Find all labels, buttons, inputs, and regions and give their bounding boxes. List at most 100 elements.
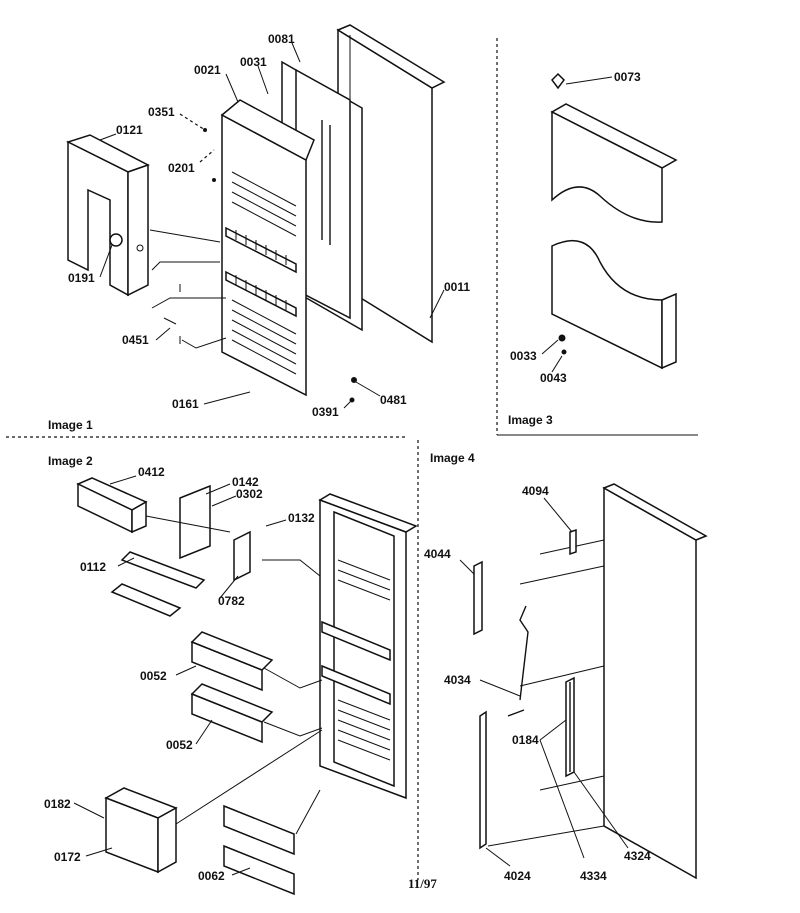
shelf-wire-upper: [235, 230, 287, 265]
caption-image-4: Image 4: [430, 451, 475, 465]
bottom-trim-panel: [551, 239, 663, 370]
wire-4034: [519, 605, 529, 701]
ff-connector-1: [145, 515, 231, 533]
cabinet-side-panel: [603, 486, 697, 880]
label-0132: 0132: [288, 511, 315, 525]
image-2-drawing: [76, 477, 418, 896]
part-labels: 0081 0021 0031 0351 0121 0201 0191 0011 …: [44, 32, 651, 883]
inner-liner-top: [220, 99, 315, 162]
ff-connector-3: [263, 667, 323, 689]
label-0302: 0302: [236, 487, 263, 501]
bottom-trim-side: [661, 292, 677, 370]
outer-door-top-edge: [336, 24, 446, 89]
ff-liner-ribs: [337, 559, 391, 761]
connector-line-2: [151, 261, 220, 271]
label-4334: 4334: [580, 869, 607, 883]
label-0172: 0172: [54, 850, 81, 864]
label-0412: 0412: [138, 465, 165, 479]
dispenser-0412-side: [131, 500, 147, 534]
label-0184: 0184: [512, 733, 539, 747]
panel-captions: Image 1 Image 2 Image 3 Image 4: [48, 413, 553, 468]
footer-date: 11/97: [408, 876, 437, 891]
label-0052b: 0052: [166, 738, 193, 752]
screw-0033: [558, 334, 566, 342]
cabinet-edge-4: [539, 775, 605, 791]
pin-0201: [212, 178, 216, 182]
door-bin-0052b-top: [190, 683, 274, 723]
wire-4034-end: [507, 709, 525, 717]
ff-shelf-1: [321, 620, 391, 662]
label-0112: 0112: [80, 560, 106, 574]
label-0391: 0391: [312, 405, 339, 419]
ff-connector-2: [262, 559, 321, 577]
label-0481: 0481: [380, 393, 407, 407]
label-4324: 4324: [624, 849, 651, 863]
label-4024: 4024: [504, 869, 531, 883]
label-0031: 0031: [240, 55, 267, 69]
shelf-wire-lower: [235, 275, 287, 310]
cabinet-side-top: [602, 483, 708, 541]
bracket-0782: [233, 530, 251, 582]
cabinet-edge-5: [487, 825, 605, 847]
image-4-drawing: [473, 483, 708, 880]
ff-door-top: [318, 493, 418, 533]
image-1-drawing: [66, 24, 446, 403]
label-0161: 0161: [172, 397, 199, 411]
label-4094: 4094: [522, 484, 549, 498]
cabinet-edge-3: [519, 665, 605, 687]
dairy-door-side: [157, 806, 177, 874]
tray-lower: [110, 583, 182, 617]
rail-4024: [479, 710, 487, 850]
liner-ribs: [231, 171, 297, 375]
bracket-0142: [179, 484, 211, 560]
cap-screw-0073: [551, 72, 565, 90]
label-0351: 0351: [148, 105, 175, 119]
label-4034: 4034: [444, 673, 471, 687]
washer-0043: [561, 349, 567, 355]
label-0073: 0073: [614, 70, 641, 84]
ff-shelf-2: [321, 664, 391, 706]
label-0121: 0121: [116, 123, 143, 137]
dispenser-cover-side: [127, 163, 149, 297]
image-3-drawing: [541, 72, 678, 373]
ff-connector-6: [295, 789, 321, 835]
label-0052a: 0052: [140, 669, 167, 683]
label-0033: 0033: [510, 349, 537, 363]
image-1-leaders: [99, 42, 445, 409]
cabinet-edge-2: [519, 565, 605, 585]
pin-0351: [203, 128, 207, 132]
label-0011: 0011: [444, 280, 470, 294]
label-0782: 0782: [218, 594, 245, 608]
label-0182: 0182: [44, 797, 71, 811]
label-0451: 0451: [122, 333, 149, 347]
panel-dividers: [6, 38, 698, 880]
connector-line-3: [151, 297, 226, 309]
door-bin-0062b: [223, 844, 295, 896]
rail-4044: [473, 560, 483, 636]
label-0043: 0043: [540, 371, 567, 385]
door-shelf-lower: [225, 270, 297, 318]
clip-4094: [569, 528, 577, 556]
dispenser-knob: [109, 233, 123, 247]
image-4-leaders: [459, 497, 629, 867]
label-0201: 0201: [168, 161, 195, 175]
image-2-leaders: [73, 475, 287, 876]
label-4044: 4044: [424, 547, 451, 561]
door-bin-0062a: [223, 804, 295, 856]
label-0021: 0021: [194, 63, 221, 77]
connector-line-4: [181, 337, 227, 349]
tray-0112: [120, 551, 206, 589]
label-0081: 0081: [268, 32, 295, 46]
dispenser-hole: [136, 244, 144, 252]
door-bin-0052a-top: [190, 631, 274, 671]
caption-image-1: Image 1: [48, 418, 93, 432]
caption-image-2: Image 2: [48, 454, 93, 468]
connector-line-1: [149, 229, 221, 243]
ff-connector-5: [175, 729, 323, 825]
top-trim-panel: [551, 110, 663, 223]
ff-connector-4: [263, 721, 323, 737]
caption-image-3: Image 3: [508, 413, 553, 427]
clip-0451: [163, 317, 177, 325]
door-shelf-upper: [225, 226, 297, 274]
